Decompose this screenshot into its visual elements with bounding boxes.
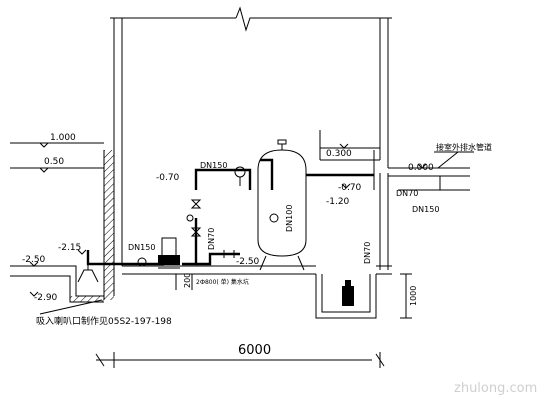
dn100-vertical: DN100 [285, 205, 294, 232]
valves-and-gauges [186, 166, 279, 237]
pump-icon [137, 237, 180, 269]
elev-0000: 0.000 [408, 163, 434, 173]
elev-250-left: -2.50 [22, 255, 46, 265]
dn150-right: DN150 [412, 205, 439, 214]
dn70-right: DN70 [396, 189, 418, 198]
dim-1000: 1000 [409, 286, 418, 306]
sump-pit [315, 274, 377, 319]
elev-120: -1.20 [326, 197, 350, 207]
dim-200: 200 [183, 273, 192, 288]
pit-note: 2Ф800( 单) 集水坑 [196, 278, 249, 286]
pressure-tank [257, 139, 307, 271]
main-floor [122, 265, 392, 275]
outdoor-drain-note: 接室外排水管道 [436, 142, 492, 152]
suction-note: 吸入喇叭口制作见05S2-197-198 [36, 315, 172, 327]
left-wall-hatch [104, 150, 114, 300]
watermark: zhulong.com [454, 381, 537, 396]
sump-pump-icon [342, 286, 354, 306]
dimension-lines [95, 176, 470, 368]
dim-6000: 6000 [238, 343, 271, 358]
elev-050: 0.50 [44, 157, 64, 167]
dn70-pit: DN70 [363, 242, 372, 264]
dn70-vertical: DN70 [207, 228, 216, 250]
elev-250-mid: -2.50 [236, 257, 260, 267]
elev-1000: 1.000 [50, 133, 76, 143]
elev-070-right: -0.70 [338, 183, 362, 193]
elev-0300: 0.300 [326, 149, 352, 159]
elev-070: -0.70 [156, 173, 180, 183]
leader-lines [39, 151, 474, 315]
elev-290: -2.90 [34, 293, 58, 303]
left-ground [10, 142, 104, 173]
dn150-top: DN150 [200, 161, 227, 170]
elev-215: -2.15 [58, 243, 81, 253]
dn150-left: DN150 [128, 243, 155, 252]
right-ground [319, 130, 470, 189]
